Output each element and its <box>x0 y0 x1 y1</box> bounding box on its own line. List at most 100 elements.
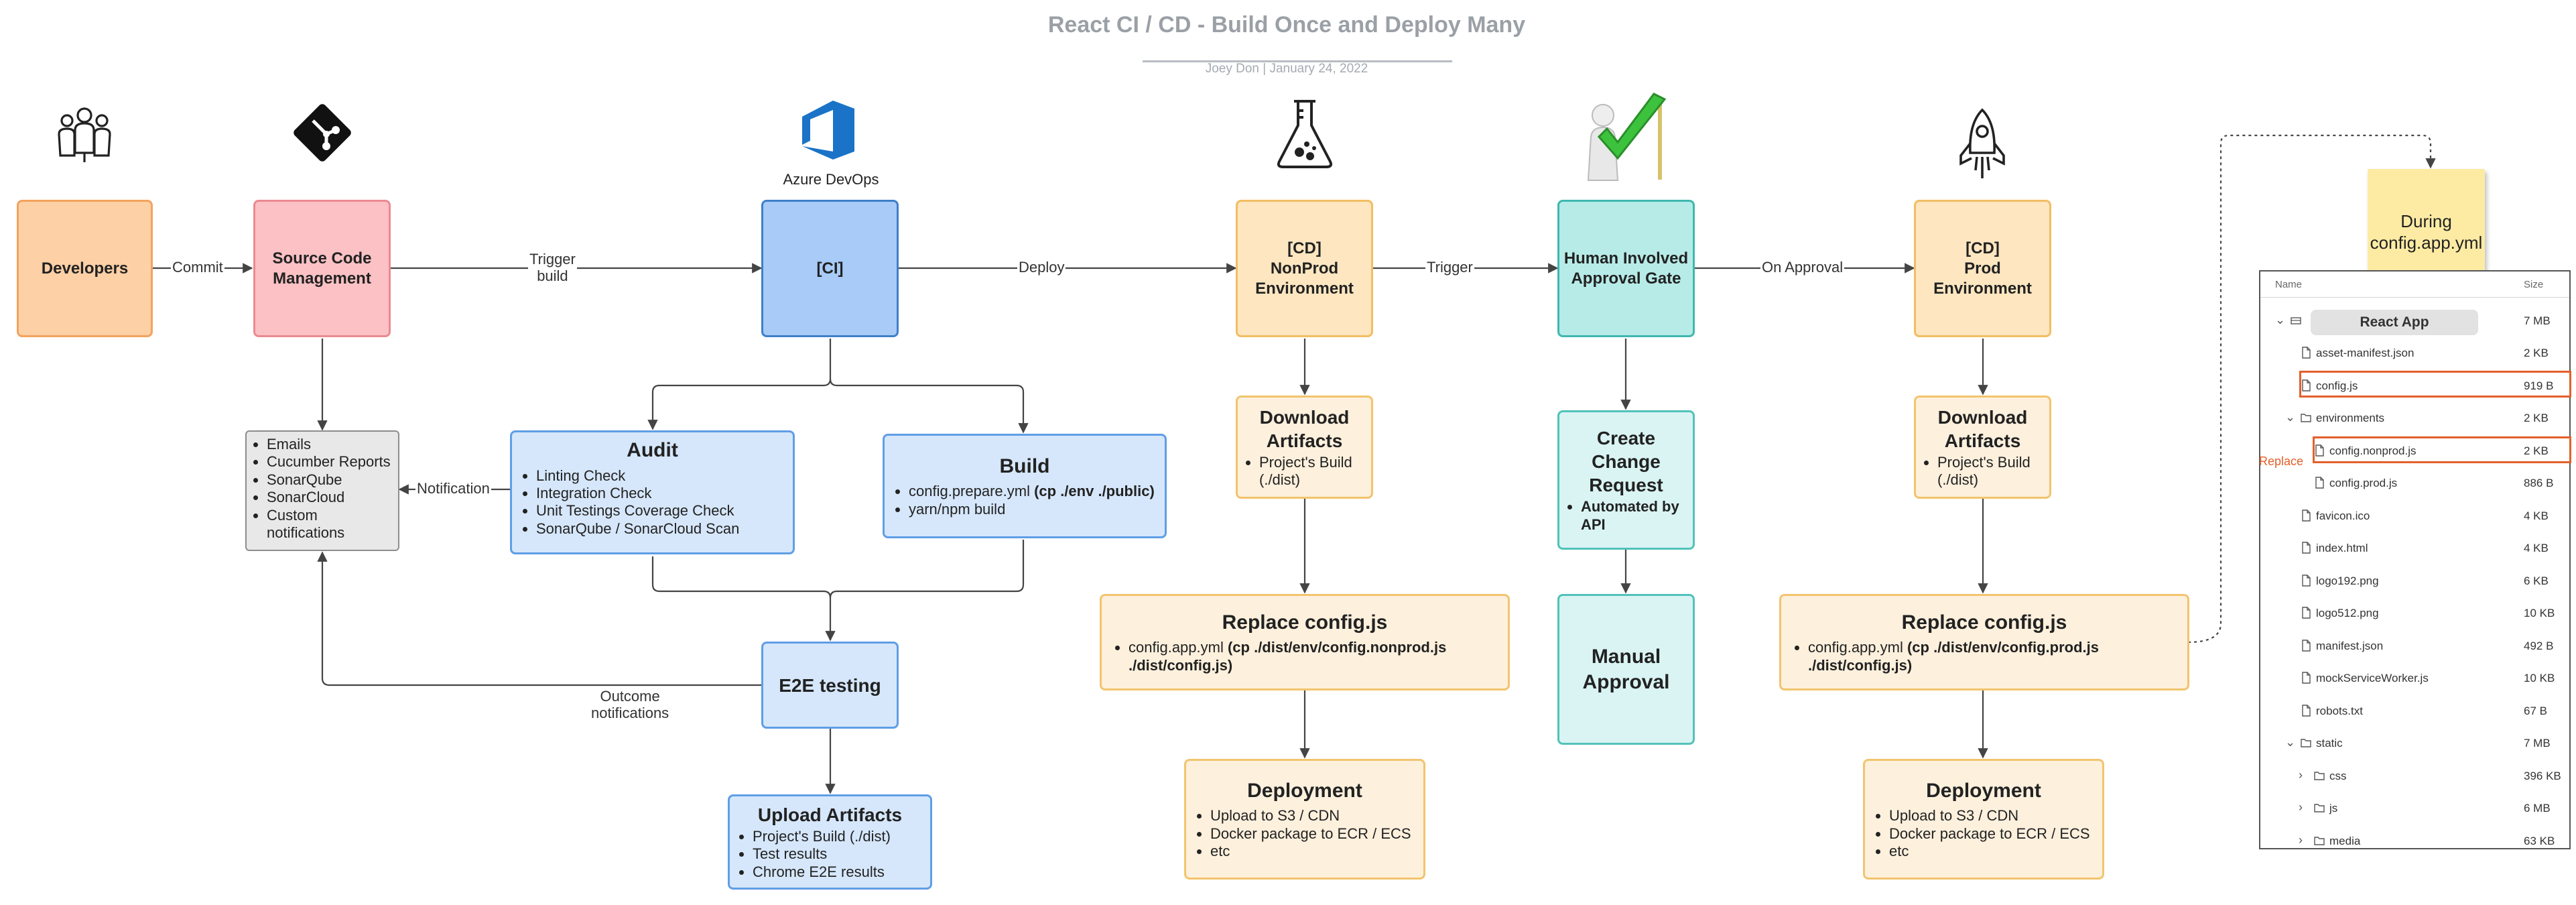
node-create-change-request: Create Change Request Automated by API <box>1557 410 1695 550</box>
build-list: config.prepare.yml (cp ./env ./public) y… <box>894 483 1155 518</box>
notifications-list: Emails Cucumber Reports SonarQube SonarC… <box>252 436 393 542</box>
deploy-prod-list: Upload to S3 / CDN Docker package to ECR… <box>1874 807 2093 860</box>
file-row[interactable]: ⌄ environments 2 KB <box>2260 404 2569 433</box>
file-icon <box>2315 444 2324 457</box>
file-row[interactable]: › media 63 KB <box>2260 827 2569 856</box>
file-size: 67 B <box>2524 704 2547 717</box>
node-replace-config-nonprod: Replace config.js config.app.yml (cp ./d… <box>1100 594 1510 690</box>
list-item: Unit Testings Coverage Check <box>536 502 783 520</box>
file-icon <box>2302 704 2311 717</box>
node-download-artifacts-nonprod: Download Artifacts Project's Build (./di… <box>1236 396 1373 499</box>
file-size: 886 B <box>2524 477 2554 489</box>
column-size-header[interactable]: Size <box>2524 279 2544 290</box>
file-icon <box>2302 379 2311 391</box>
edge-label-on-approval: On Approval <box>1760 259 1845 276</box>
file-name: media <box>2329 834 2361 847</box>
file-name: mockServiceWorker.js <box>2316 672 2429 684</box>
file-explorer-panel: Name Size ⌄ React App 7 MB asset-manifes… <box>2259 270 2571 849</box>
list-item: Test results <box>753 845 922 863</box>
file-icon <box>2302 347 2311 359</box>
file-row-root[interactable]: ⌄ React App 7 MB <box>2260 306 2569 336</box>
edge-ci-audit <box>647 339 832 430</box>
e2e-title: E2E testing <box>779 674 881 696</box>
drive-icon <box>2291 317 2301 324</box>
file-name: config.js <box>2316 379 2358 392</box>
people-group-icon <box>58 107 111 162</box>
file-name: environments <box>2316 412 2385 424</box>
edge-label-deploy: Deploy <box>1017 259 1066 276</box>
list-item: Automated by API <box>1581 498 1686 534</box>
replace-nonprod-plain: config.app.yml <box>1129 639 1228 656</box>
change-request-title: Create Change Request <box>1589 428 1663 496</box>
list-item: Emails <box>267 436 393 453</box>
build-item-plain: config.prepare.yml <box>909 483 1035 500</box>
edge-e2e-notifications <box>317 551 761 686</box>
chevron-right-icon[interactable]: › <box>2299 800 2303 814</box>
file-size: 919 B <box>2524 379 2554 392</box>
file-size: 2 KB <box>2524 412 2549 424</box>
file-size: 6 KB <box>2524 574 2549 587</box>
replace-prod-title: Replace config.js <box>1901 611 2067 634</box>
node-build: Build config.prepare.yml (cp ./env ./pub… <box>883 434 1167 538</box>
node-approval-gate: Human Involved Approval Gate <box>1557 200 1695 337</box>
edge-ci-build <box>829 378 1029 434</box>
flask-icon <box>1277 100 1333 168</box>
list-item: Docker package to ECR / ECS <box>1889 825 2093 843</box>
file-icon <box>2302 607 2311 619</box>
folder-icon <box>2301 414 2311 422</box>
file-row[interactable]: favicon.ico 4 KB <box>2260 501 2569 531</box>
file-name: static <box>2316 737 2343 749</box>
file-size: 4 KB <box>2524 509 2549 522</box>
replace-prod-plain: config.app.yml <box>1808 639 1907 656</box>
list-item: Project's Build (./dist) <box>1937 454 2043 489</box>
replace-prod-bold: (cp ./dist/env/config.prod.js ./dist/con… <box>1808 639 2099 674</box>
file-explorer-header: Name Size <box>2260 272 2569 298</box>
highlight-config-nonprod-js <box>2313 436 2571 463</box>
checkmark-person-icon <box>1587 93 1667 181</box>
chevron-right-icon[interactable]: › <box>2299 833 2303 847</box>
chevron-down-icon[interactable]: ⌄ <box>2275 313 2286 326</box>
list-item: yarn/npm build <box>909 501 1155 518</box>
node-prod-environment: [CD] Prod Environment <box>1914 200 2051 337</box>
deploy-nonprod-title: Deployment <box>1247 779 1362 802</box>
replace-nonprod-bold: (cp ./dist/env/config.nonprod.js ./dist/… <box>1129 639 1447 674</box>
chevron-right-icon[interactable]: › <box>2299 768 2303 782</box>
node-deployment-nonprod: Deployment Upload to S3 / CDN Docker pac… <box>1184 759 1425 880</box>
chevron-down-icon[interactable]: ⌄ <box>2285 735 2296 749</box>
rocket-icon <box>1959 108 2005 178</box>
file-name: favicon.ico <box>2316 509 2370 522</box>
list-item: Linting Check <box>536 467 783 485</box>
file-size: 6 MB <box>2524 802 2551 814</box>
list-item: Integration Check <box>536 485 783 502</box>
file-size: 396 KB <box>2524 769 2561 782</box>
manual-approval-title: Manual Approval <box>1582 646 1670 693</box>
node-prod-title: [CD] Prod Environment <box>1933 239 2032 298</box>
node-upload-artifacts: Upload Artifacts Project's Build (./dist… <box>728 794 932 890</box>
node-nonprod-title: [CD] NonProd Environment <box>1255 239 1354 298</box>
list-item: SonarCloud <box>267 489 393 506</box>
node-source-code-management: Source Code Management <box>253 200 391 337</box>
file-row[interactable]: config.js 919 B <box>2260 371 2569 401</box>
file-name: config.nonprod.js <box>2329 444 2417 457</box>
download-nonprod-title: Download Artifacts <box>1259 406 1350 451</box>
node-download-artifacts-prod: Download Artifacts Project's Build (./di… <box>1914 396 2051 499</box>
chevron-down-icon[interactable]: ⌄ <box>2285 410 2296 424</box>
column-name-header[interactable]: Name <box>2275 279 2303 290</box>
file-size: 2 KB <box>2524 347 2549 359</box>
file-size: 63 KB <box>2524 834 2555 847</box>
build-title: Build <box>999 455 1050 477</box>
list-item: etc <box>1210 843 1414 860</box>
list-item: Upload to S3 / CDN <box>1210 807 1414 825</box>
